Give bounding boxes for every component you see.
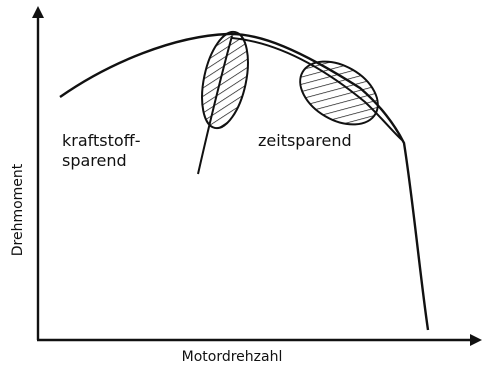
x-axis-label: Motordrehzahl <box>182 349 283 365</box>
fuel-saving-label-line2: sparend <box>62 151 127 170</box>
y-axis-label: Drehmoment <box>10 163 26 256</box>
fuel-saving-hatched-region <box>201 30 249 130</box>
time-saving-hatched-region <box>299 60 379 126</box>
fuel-saving-label-line1: kraftstoff- <box>62 131 140 150</box>
time-saving-label: zeitsparend <box>258 131 352 150</box>
